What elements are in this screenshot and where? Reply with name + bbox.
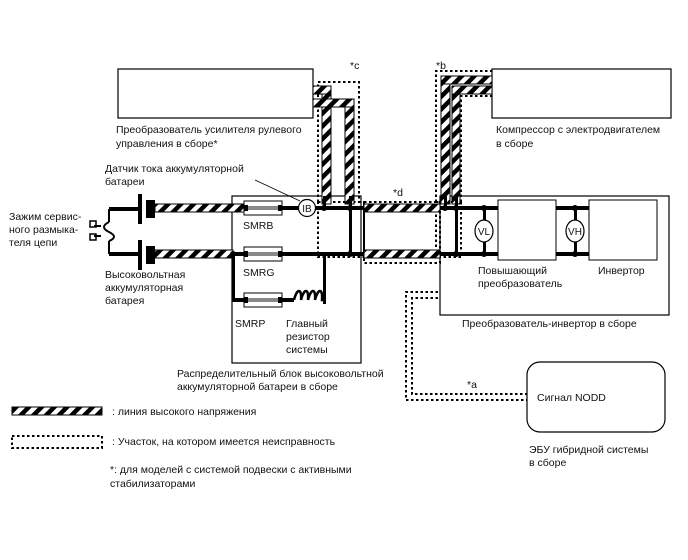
current-sensor-leader <box>254 179 301 202</box>
junction-block-label: Распределительный блок высоковольтной <box>177 368 384 380</box>
hybrid-ecu-label-2: в сборе <box>529 457 566 469</box>
mark-a: *a <box>467 379 477 391</box>
legend-hv-line-swatch <box>11 406 103 416</box>
svg-text:VH: VH <box>568 227 582 238</box>
boost-converter-label-2: преобразователь <box>478 278 563 290</box>
junction-block-label-2: аккумуляторной батареи в сборе <box>177 381 338 393</box>
relay-smrg <box>243 246 283 262</box>
hv-battery-label-3: батарея <box>105 295 144 307</box>
clamp-label: Зажим сервис- <box>9 211 82 223</box>
hv-battery-label: Высоковольтная <box>105 269 185 281</box>
hv-battery-label-2: аккумуляторная <box>105 282 183 294</box>
system-resistor-coil <box>292 289 326 302</box>
junction-block-box <box>231 195 362 364</box>
clamp-label-2: ного размыка- <box>9 224 79 236</box>
mark-b: *b <box>436 60 446 72</box>
resistor-label: Главный <box>286 318 328 330</box>
nodd-signal-label: Сигнал NODD <box>537 392 606 404</box>
resistor-label-2: резистор <box>286 331 330 343</box>
hv-battery-symbol <box>109 194 155 270</box>
clamp-label-3: теля цепи <box>9 237 57 249</box>
current-sensor-label: Датчик тока аккумуляторной <box>105 163 244 175</box>
current-sensor-label-2: батареи <box>105 176 145 188</box>
legend-hv-line-label: : линия высокого напряжения <box>112 406 256 418</box>
inverter-box <box>588 199 658 261</box>
hybrid-ecu-box <box>526 361 666 433</box>
current-sensor-ib: IB <box>297 198 317 218</box>
inverter-label: Инвертор <box>598 265 645 277</box>
mark-d: *d <box>393 187 403 199</box>
voltage-sensor-vh: VH <box>565 219 585 243</box>
compressor-label: Компрессор с электродвигателем <box>496 124 660 136</box>
smrb-label: SMRB <box>243 220 273 232</box>
legend-fault-label: : Участок, на котором имеется неисправно… <box>112 436 336 448</box>
eps-converter-label-2: управления в сборе* <box>116 138 218 150</box>
svg-text:IB: IB <box>302 204 312 215</box>
service-plug-clamp-icon <box>89 209 115 254</box>
voltage-sensor-vl: VL <box>474 219 494 243</box>
eps-converter-box <box>117 68 314 119</box>
legend-fault-swatch <box>11 435 103 449</box>
svg-text:VL: VL <box>478 227 491 238</box>
hybrid-ecu-label: ЭБУ гибридной системы <box>529 444 648 456</box>
resistor-label-3: системы <box>286 344 328 356</box>
smrp-branch <box>232 292 294 308</box>
smrg-label: SMRG <box>243 267 275 279</box>
relay-smrb <box>243 200 283 216</box>
inverter-assembly-label: Преобразователь-инвертор в сборе <box>462 318 637 330</box>
bus-junction-dots <box>230 205 578 257</box>
smrp-label: SMRP <box>235 318 265 330</box>
eps-converter-label: Преобразователь усилителя рулевого <box>116 124 302 136</box>
boost-converter-label: Повышающий <box>478 265 547 277</box>
compressor-box <box>491 68 672 119</box>
compressor-label-2: в сборе <box>496 138 533 150</box>
boost-converter-box <box>497 199 557 261</box>
footnote-2: стабилизаторами <box>110 478 196 490</box>
mark-c: *c <box>350 60 359 72</box>
footnote: *: для моделей с системой подвески с акт… <box>110 464 352 476</box>
